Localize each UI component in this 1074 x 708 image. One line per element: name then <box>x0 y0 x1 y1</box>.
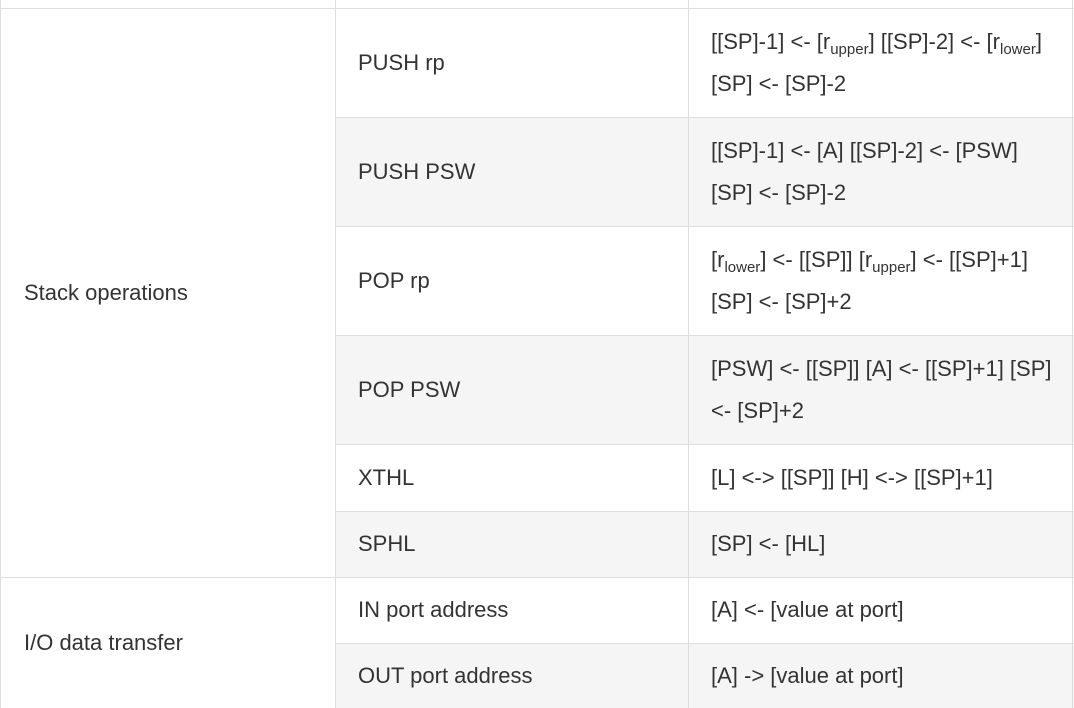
row-divider <box>335 335 1074 336</box>
table-row-push-rp-instruction: PUSH rp <box>335 8 688 117</box>
category-label: I/O data transfer <box>24 629 183 655</box>
instruction-label: POP PSW <box>358 376 461 402</box>
operation-text: [A] <- [value at port] <box>711 597 904 622</box>
instruction-label: POP rp <box>358 267 430 293</box>
top-partial-row-instruction <box>335 0 688 8</box>
table-row-sphl-instruction: SPHL <box>335 511 688 577</box>
top-partial-row-category <box>0 0 335 8</box>
row-divider <box>335 511 1074 512</box>
operation-text: [A] -> [value at port] <box>711 662 904 688</box>
column-divider <box>0 0 1 708</box>
table-row-push-rp-operation: [[SP]-1] <- [rupper] [[SP]-2] <- [rlower… <box>688 8 1074 117</box>
instruction-label: XTHL <box>358 464 415 490</box>
category-label: Stack operations <box>24 279 188 305</box>
table-row-out-port-operation: [A] -> [value at port] <box>688 643 1074 708</box>
instruction-label: IN port address <box>358 597 509 622</box>
table-row-in-port-instruction: IN port address <box>335 577 688 643</box>
row-divider <box>335 444 1074 445</box>
table-row-pop-psw-instruction: POP PSW <box>335 335 688 444</box>
table-row-push-psw-instruction: PUSH PSW <box>335 117 688 226</box>
row-divider <box>335 643 1074 644</box>
row-divider <box>335 117 1074 118</box>
operation-text: [L] <-> [[SP]] [H] <-> [[SP]+1] <box>711 464 993 490</box>
table-row-sphl-operation: [SP] <- [HL] <box>688 511 1074 577</box>
table-row-in-port-operation: [A] <- [value at port] <box>688 577 1074 643</box>
column-divider <box>335 0 336 708</box>
row-divider <box>0 577 1074 578</box>
operation-text: [[SP]-1] <- [A] [[SP]-2] <- [PSW] [SP] <… <box>711 137 1018 205</box>
top-partial-row-operation <box>688 0 1074 8</box>
operation-text: [PSW] <- [[SP]] [A] <- [[SP]+1] [SP] <- … <box>711 355 1052 423</box>
category-cell-stack-operations: Stack operations <box>0 8 335 577</box>
row-divider <box>335 226 1074 227</box>
table-row-xthl-operation: [L] <-> [[SP]] [H] <-> [[SP]+1] <box>688 444 1074 511</box>
table-row-pop-rp-operation: [rlower] <- [[SP]] [rupper] <- [[SP]+1] … <box>688 226 1074 335</box>
table-row-pop-psw-operation: [PSW] <- [[SP]] [A] <- [[SP]+1] [SP] <- … <box>688 335 1074 444</box>
table-row-out-port-instruction: OUT port address <box>335 643 688 708</box>
instruction-label: SPHL <box>358 531 416 556</box>
instruction-label: PUSH rp <box>358 49 445 75</box>
category-cell-io-data-transfer: I/O data transfer <box>0 577 335 708</box>
column-divider <box>688 0 689 708</box>
column-divider <box>1072 0 1073 708</box>
table-row-push-psw-operation: [[SP]-1] <- [A] [[SP]-2] <- [PSW] [SP] <… <box>688 117 1074 226</box>
table-row-pop-rp-instruction: POP rp <box>335 226 688 335</box>
instruction-label: PUSH PSW <box>358 158 476 184</box>
operation-text: [SP] <- [HL] <box>711 531 826 556</box>
row-divider <box>0 8 1074 9</box>
operation-text: [[SP]-1] <- [rupper] [[SP]-2] <- [rlower… <box>711 28 1042 96</box>
operation-text: [rlower] <- [[SP]] [rupper] <- [[SP]+1] … <box>711 246 1028 314</box>
table-row-xthl-instruction: XTHL <box>335 444 688 511</box>
instruction-label: OUT port address <box>358 662 533 688</box>
